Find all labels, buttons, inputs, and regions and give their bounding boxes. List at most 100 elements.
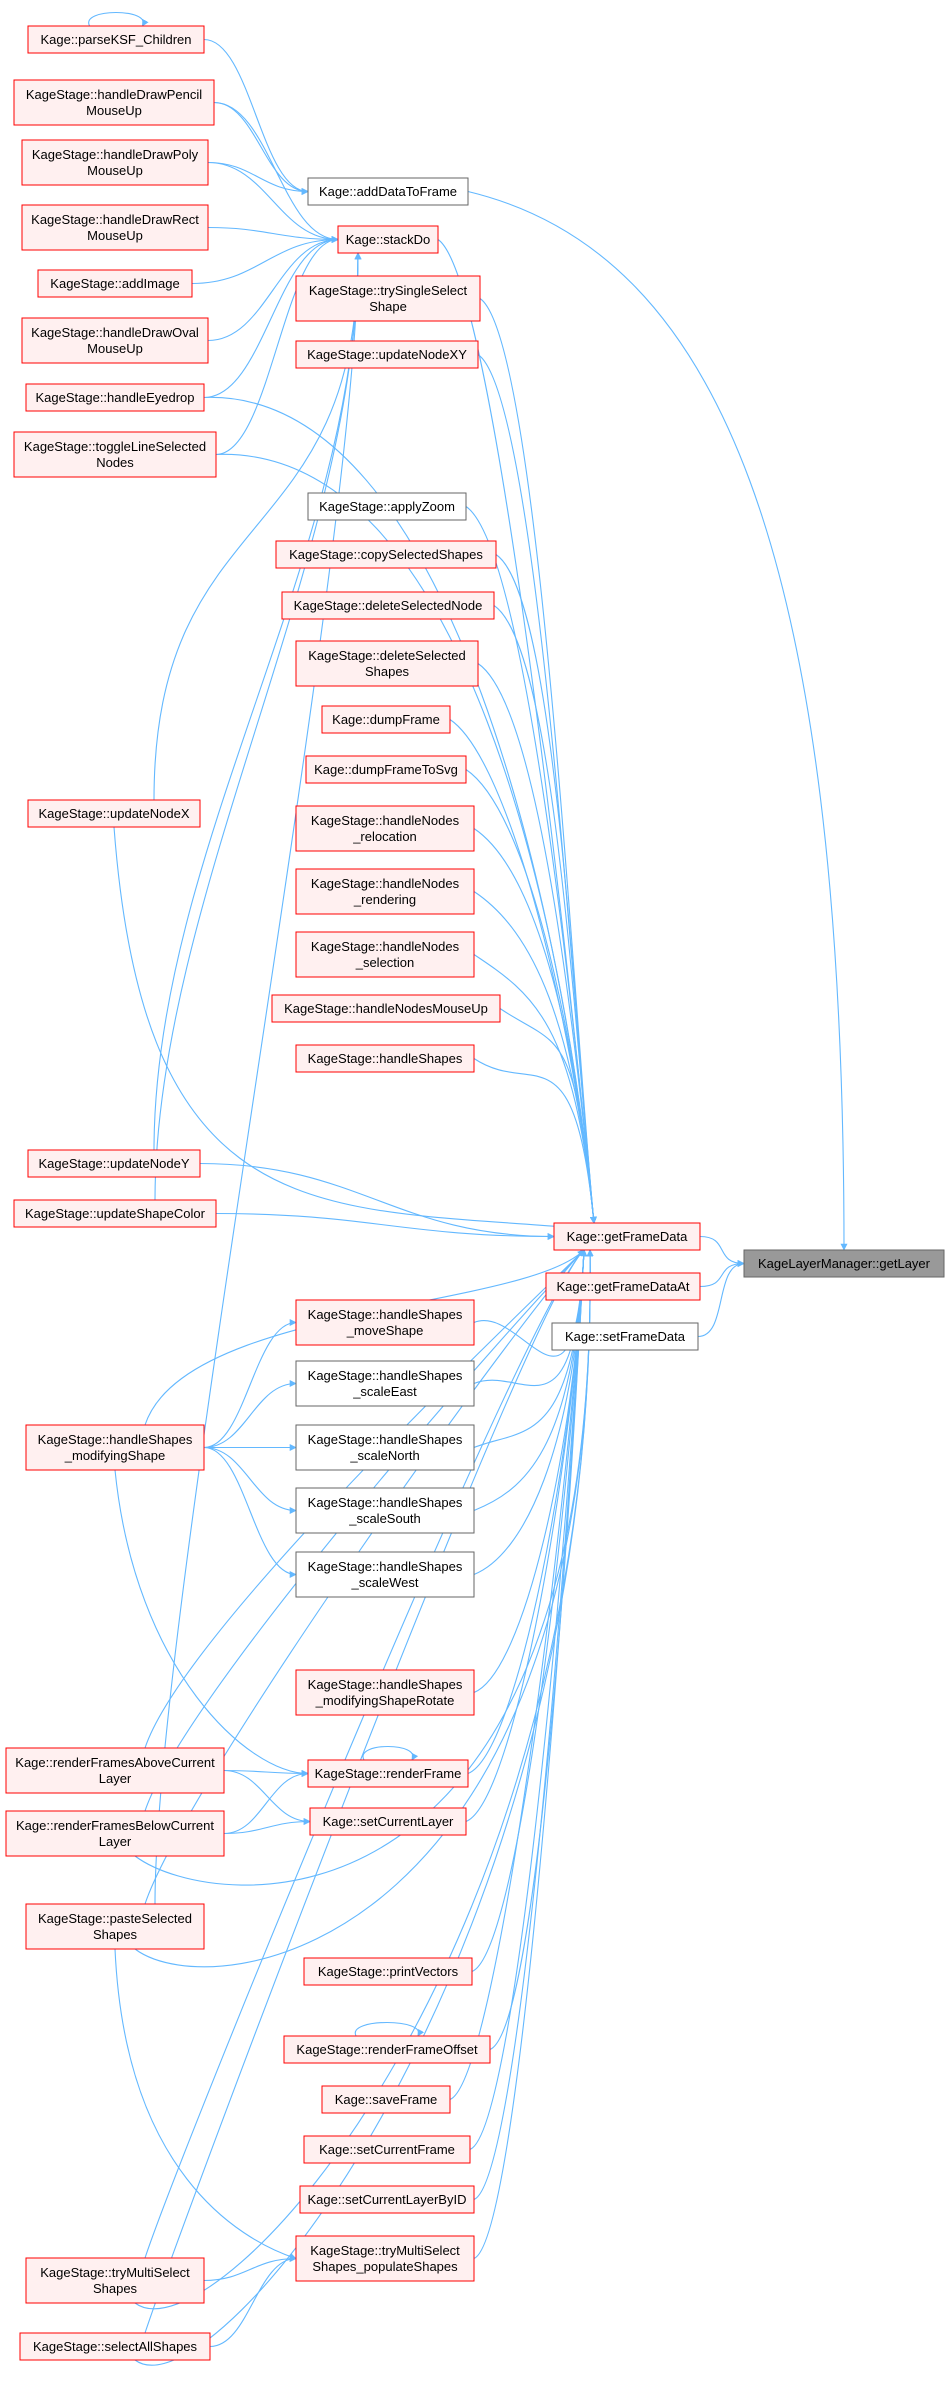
node-nodesSel[interactable]: KageStage::handleNodes_selection: [295, 931, 475, 978]
node-populate[interactable]: KageStage::tryMultiSelectShapes_populate…: [295, 2235, 475, 2282]
node-box[interactable]: [303, 1957, 473, 1986]
node-stackDo[interactable]: Kage::stackDo: [337, 225, 439, 254]
node-box[interactable]: [295, 275, 481, 322]
node-setCurLayer[interactable]: Kage::setCurrentLayer: [309, 1807, 467, 1836]
node-box[interactable]: [13, 1199, 217, 1228]
node-box[interactable]: [21, 204, 209, 251]
node-handleShapes[interactable]: KageStage::handleShapes: [295, 1044, 475, 1073]
node-box[interactable]: [295, 1424, 475, 1471]
node-moveShape[interactable]: KageStage::handleShapes_moveShape: [295, 1299, 475, 1346]
node-updateShapeColor[interactable]: KageStage::updateShapeColor: [13, 1199, 217, 1228]
node-box[interactable]: [305, 755, 467, 784]
node-box[interactable]: [295, 805, 475, 852]
node-getFrameData[interactable]: Kage::getFrameData: [553, 1222, 701, 1251]
node-box[interactable]: [295, 1487, 475, 1534]
node-box[interactable]: [19, 2332, 211, 2361]
node-dumpFrame[interactable]: Kage::dumpFrame: [321, 705, 451, 734]
node-setCurFrame[interactable]: Kage::setCurrentFrame: [303, 2135, 471, 2164]
node-box[interactable]: [5, 1810, 225, 1857]
node-scaleWest[interactable]: KageStage::handleShapes_scaleWest: [295, 1551, 475, 1598]
node-box[interactable]: [307, 492, 467, 521]
node-box[interactable]: [37, 269, 193, 298]
node-box[interactable]: [321, 2085, 451, 2114]
node-box[interactable]: [25, 1903, 205, 1950]
node-box[interactable]: [25, 2257, 205, 2304]
node-box[interactable]: [295, 1360, 475, 1407]
node-dumpSvg[interactable]: Kage::dumpFrameToSvg: [305, 755, 467, 784]
node-nodesRender[interactable]: KageStage::handleNodes_rendering: [295, 868, 475, 915]
node-copySel[interactable]: KageStage::copySelectedShapes: [275, 540, 497, 569]
node-updateNodeX[interactable]: KageStage::updateNodeX: [27, 799, 201, 828]
node-box[interactable]: [5, 1747, 225, 1794]
node-selectAll[interactable]: KageStage::selectAllShapes: [19, 2332, 211, 2361]
node-box[interactable]: [13, 431, 217, 478]
node-box[interactable]: [21, 139, 209, 186]
node-parseKSF[interactable]: Kage::parseKSF_Children: [27, 25, 205, 54]
node-box[interactable]: [295, 1551, 475, 1598]
node-box[interactable]: [321, 705, 451, 734]
node-applyZoom[interactable]: KageStage::applyZoom: [307, 492, 467, 521]
node-eyedrop[interactable]: KageStage::handleEyedrop: [25, 383, 205, 412]
node-box[interactable]: [295, 340, 479, 369]
node-box[interactable]: [337, 225, 439, 254]
node-box[interactable]: [307, 1759, 469, 1788]
node-updateNodeY[interactable]: KageStage::updateNodeY: [27, 1149, 201, 1178]
node-addData[interactable]: Kage::addDataToFrame: [307, 177, 469, 206]
node-box[interactable]: [271, 994, 501, 1023]
node-box[interactable]: [27, 25, 205, 54]
node-addImage[interactable]: KageStage::addImage: [37, 269, 193, 298]
node-nodesMouseUp[interactable]: KageStage::handleNodesMouseUp: [271, 994, 501, 1023]
node-printVectors[interactable]: KageStage::printVectors: [303, 1957, 473, 1986]
node-getFrameDataAt[interactable]: Kage::getFrameDataAt: [545, 1272, 701, 1301]
node-box[interactable]: [25, 383, 205, 412]
node-box[interactable]: [295, 1299, 475, 1346]
node-box[interactable]: [295, 1669, 475, 1716]
node-updateNodeXY[interactable]: KageStage::updateNodeXY: [295, 340, 479, 369]
node-delNode[interactable]: KageStage::deleteSelectedNode: [281, 591, 495, 620]
node-scaleNorth[interactable]: KageStage::handleShapes_scaleNorth: [295, 1424, 475, 1471]
node-saveFrame[interactable]: Kage::saveFrame: [321, 2085, 451, 2114]
node-box[interactable]: [281, 591, 495, 620]
node-box[interactable]: [743, 1249, 945, 1278]
node-renderOffset[interactable]: KageStage::renderFrameOffset: [283, 2035, 491, 2064]
node-box[interactable]: [307, 177, 469, 206]
node-box[interactable]: [295, 931, 475, 978]
node-getLayer[interactable]: KageLayerManager::getLayer: [743, 1249, 945, 1278]
node-renderFrame[interactable]: KageStage::renderFrame: [307, 1759, 469, 1788]
node-setFrameData[interactable]: Kage::setFrameData: [551, 1322, 699, 1351]
node-box[interactable]: [295, 2235, 475, 2282]
node-box[interactable]: [295, 640, 479, 687]
node-box[interactable]: [295, 1044, 475, 1073]
node-box[interactable]: [27, 1149, 201, 1178]
node-box[interactable]: [551, 1322, 699, 1351]
node-box[interactable]: [21, 317, 209, 364]
node-setLayerById[interactable]: Kage::setCurrentLayerByID: [299, 2185, 475, 2214]
node-modifying[interactable]: KageStage::handleShapes_modifyingShape: [25, 1424, 205, 1471]
node-rotate[interactable]: KageStage::handleShapes_modifyingShapeRo…: [295, 1669, 475, 1716]
node-box[interactable]: [299, 2185, 475, 2214]
node-box[interactable]: [303, 2135, 471, 2164]
node-box[interactable]: [13, 79, 215, 126]
node-nodesReloc[interactable]: KageStage::handleNodes_relocation: [295, 805, 475, 852]
node-box[interactable]: [27, 799, 201, 828]
node-box[interactable]: [309, 1807, 467, 1836]
node-scaleSouth[interactable]: KageStage::handleShapes_scaleSouth: [295, 1487, 475, 1534]
node-box[interactable]: [295, 868, 475, 915]
node-box[interactable]: [283, 2035, 491, 2064]
node-box[interactable]: [545, 1272, 701, 1301]
node-box[interactable]: [275, 540, 497, 569]
node-scaleEast[interactable]: KageStage::handleShapes_scaleEast: [295, 1360, 475, 1407]
node-box[interactable]: [553, 1222, 701, 1251]
node-box[interactable]: [25, 1424, 205, 1471]
